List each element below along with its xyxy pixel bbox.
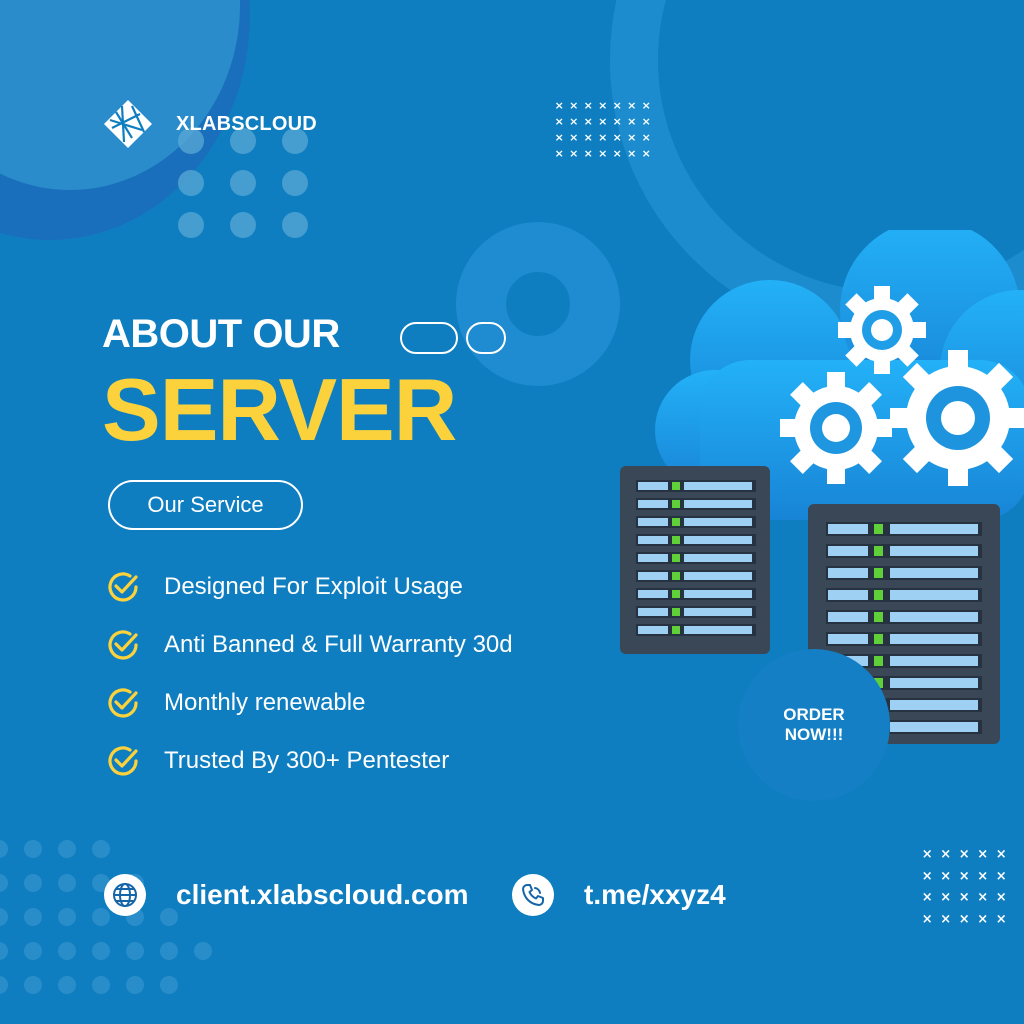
- feature-text: Monthly renewable: [164, 689, 366, 716]
- headline-line2: SERVER: [102, 360, 457, 459]
- check-circle-icon: [108, 572, 138, 602]
- server-rack-icon: [620, 466, 770, 654]
- diamond-web-logo-icon: [104, 100, 152, 148]
- gear-icon: [780, 372, 892, 484]
- check-circle-icon: [108, 630, 138, 660]
- feature-text: Trusted By 300+ Pentester: [164, 747, 450, 774]
- feature-list: Designed For Exploit Usage Anti Banned &…: [106, 558, 513, 790]
- gear-icon: [890, 350, 1024, 486]
- cloud-server-illustration: [620, 230, 1024, 744]
- cross-pattern-decoration: ××××××× ××××××× ××××××× ×××××××: [554, 99, 651, 160]
- gear-icon: [838, 286, 926, 374]
- server-rack-icon: [808, 504, 1000, 744]
- check-circle-icon: [108, 746, 138, 776]
- brand-name: XLABSCLOUD: [176, 112, 317, 135]
- feature-item: Trusted By 300+ Pentester: [106, 732, 513, 790]
- dot-grid-decoration: [178, 128, 308, 238]
- phone-icon: [512, 874, 554, 916]
- website-link[interactable]: client.xlabscloud.com: [176, 879, 469, 910]
- pill-decoration: [400, 322, 458, 354]
- feature-item: Monthly renewable: [106, 674, 513, 732]
- globe-icon: [104, 874, 146, 916]
- website-contact[interactable]: client.xlabscloud.com: [104, 874, 469, 916]
- check-circle-icon: [108, 688, 138, 718]
- brand-logo: XLABSCLOUD: [102, 98, 317, 150]
- background-ring-small: [456, 222, 620, 386]
- telegram-contact[interactable]: t.me/xxyz4: [512, 874, 726, 916]
- feature-text: Anti Banned & Full Warranty 30d: [164, 631, 513, 658]
- order-badge-line1: ORDER: [783, 705, 845, 725]
- feature-text: Designed For Exploit Usage: [164, 573, 463, 600]
- telegram-link[interactable]: t.me/xxyz4: [584, 879, 726, 910]
- dot-grid-decoration-bottom: [0, 840, 290, 1024]
- order-badge-line2: NOW!!!: [784, 725, 844, 744]
- our-service-button[interactable]: Our Service: [108, 480, 303, 530]
- pill-decoration-small: [466, 322, 506, 354]
- cross-pattern-decoration-bottom: ××××× ××××× ××××× ×××××: [921, 847, 1007, 927]
- feature-item: Designed For Exploit Usage: [106, 558, 513, 616]
- feature-item: Anti Banned & Full Warranty 30d: [106, 616, 513, 674]
- headline-line1: ABOUT OUR: [102, 312, 340, 356]
- order-now-badge[interactable]: ORDER NOW!!!: [738, 649, 890, 801]
